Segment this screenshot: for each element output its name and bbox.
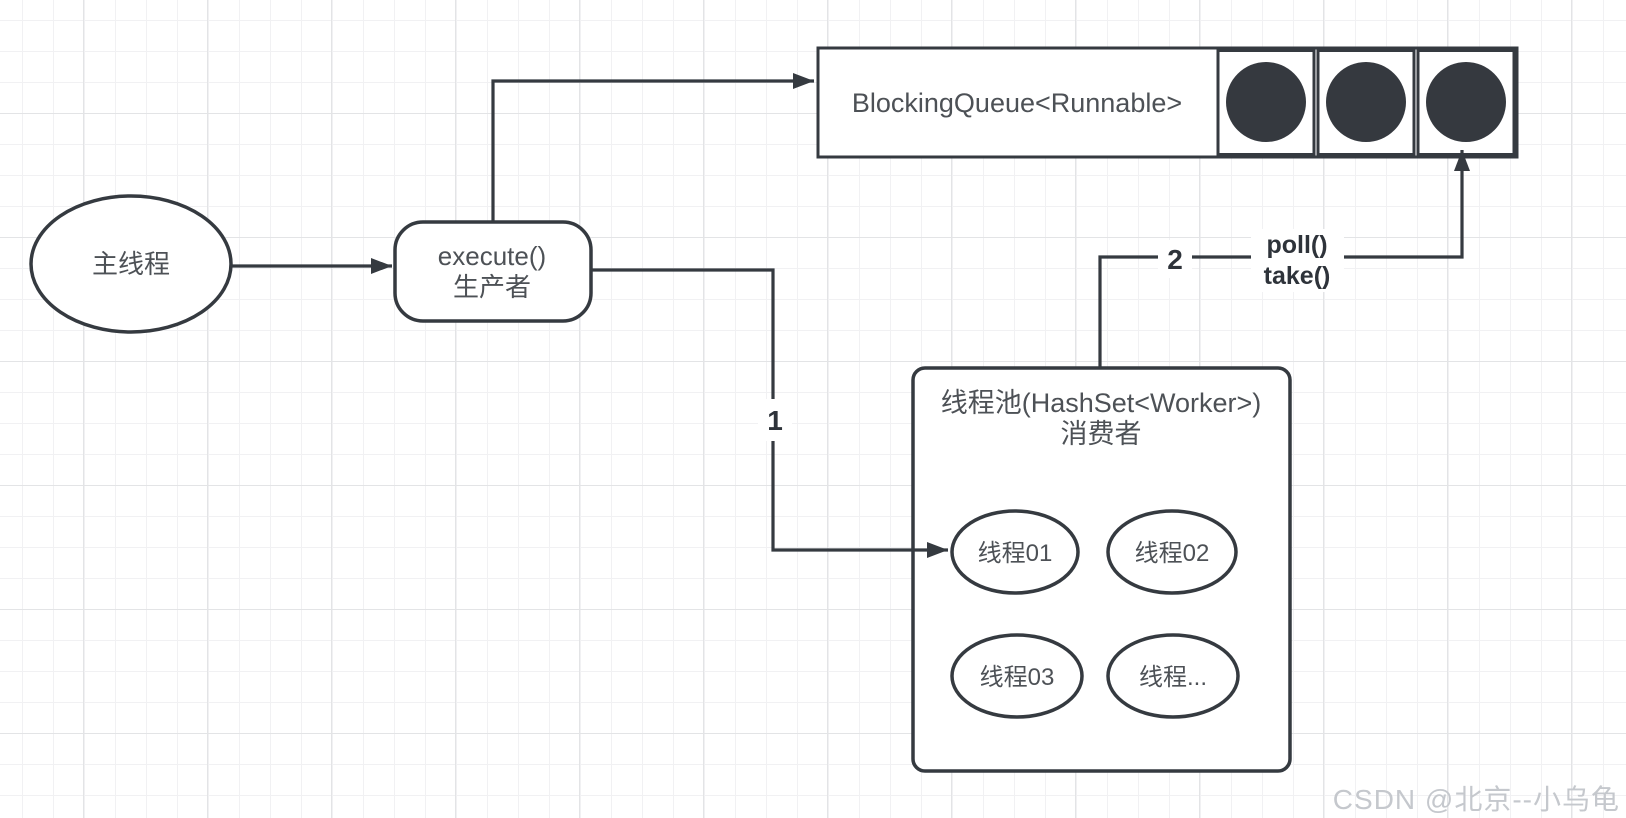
edge-execute-to-queue-arrow <box>491 73 814 222</box>
worker-ellipse-01 <box>950 509 1080 595</box>
task-circle <box>1326 62 1406 142</box>
step1-label: 1 <box>767 405 783 436</box>
poll-label: poll() <box>1266 231 1327 259</box>
poll-take-label-bg <box>1251 229 1344 292</box>
worker-label-02: 线程02 <box>1135 540 1210 567</box>
worker-label-01: 线程01 <box>978 540 1053 567</box>
task-circle <box>1226 62 1306 142</box>
step1-label-bg <box>758 399 792 441</box>
execute-label: execute() <box>438 241 546 271</box>
step2-label: 2 <box>1167 244 1183 275</box>
thread-pool-subtitle: 消费者 <box>1061 419 1142 449</box>
worker-ellipse-more <box>1106 633 1240 719</box>
worker-ellipse-03 <box>950 633 1084 719</box>
task-circle <box>1426 62 1506 142</box>
thread-pool-title: 线程池(HashSet<Worker>) <box>941 388 1262 418</box>
worker-label-more: 线程... <box>1139 664 1207 691</box>
watermark: CSDN @北京--小乌龟 <box>1332 784 1620 815</box>
main-thread-ellipse <box>29 194 233 334</box>
blocking-queue-label: BlockingQueue<Runnable> <box>852 88 1182 118</box>
step2-label-bg <box>1158 240 1192 278</box>
main-thread-label: 主线程 <box>92 249 170 279</box>
take-label: take() <box>1264 262 1331 290</box>
worker-label-03: 线程03 <box>980 664 1055 691</box>
producer-label: 生产者 <box>453 272 531 302</box>
worker-ellipse-02 <box>1106 509 1238 595</box>
